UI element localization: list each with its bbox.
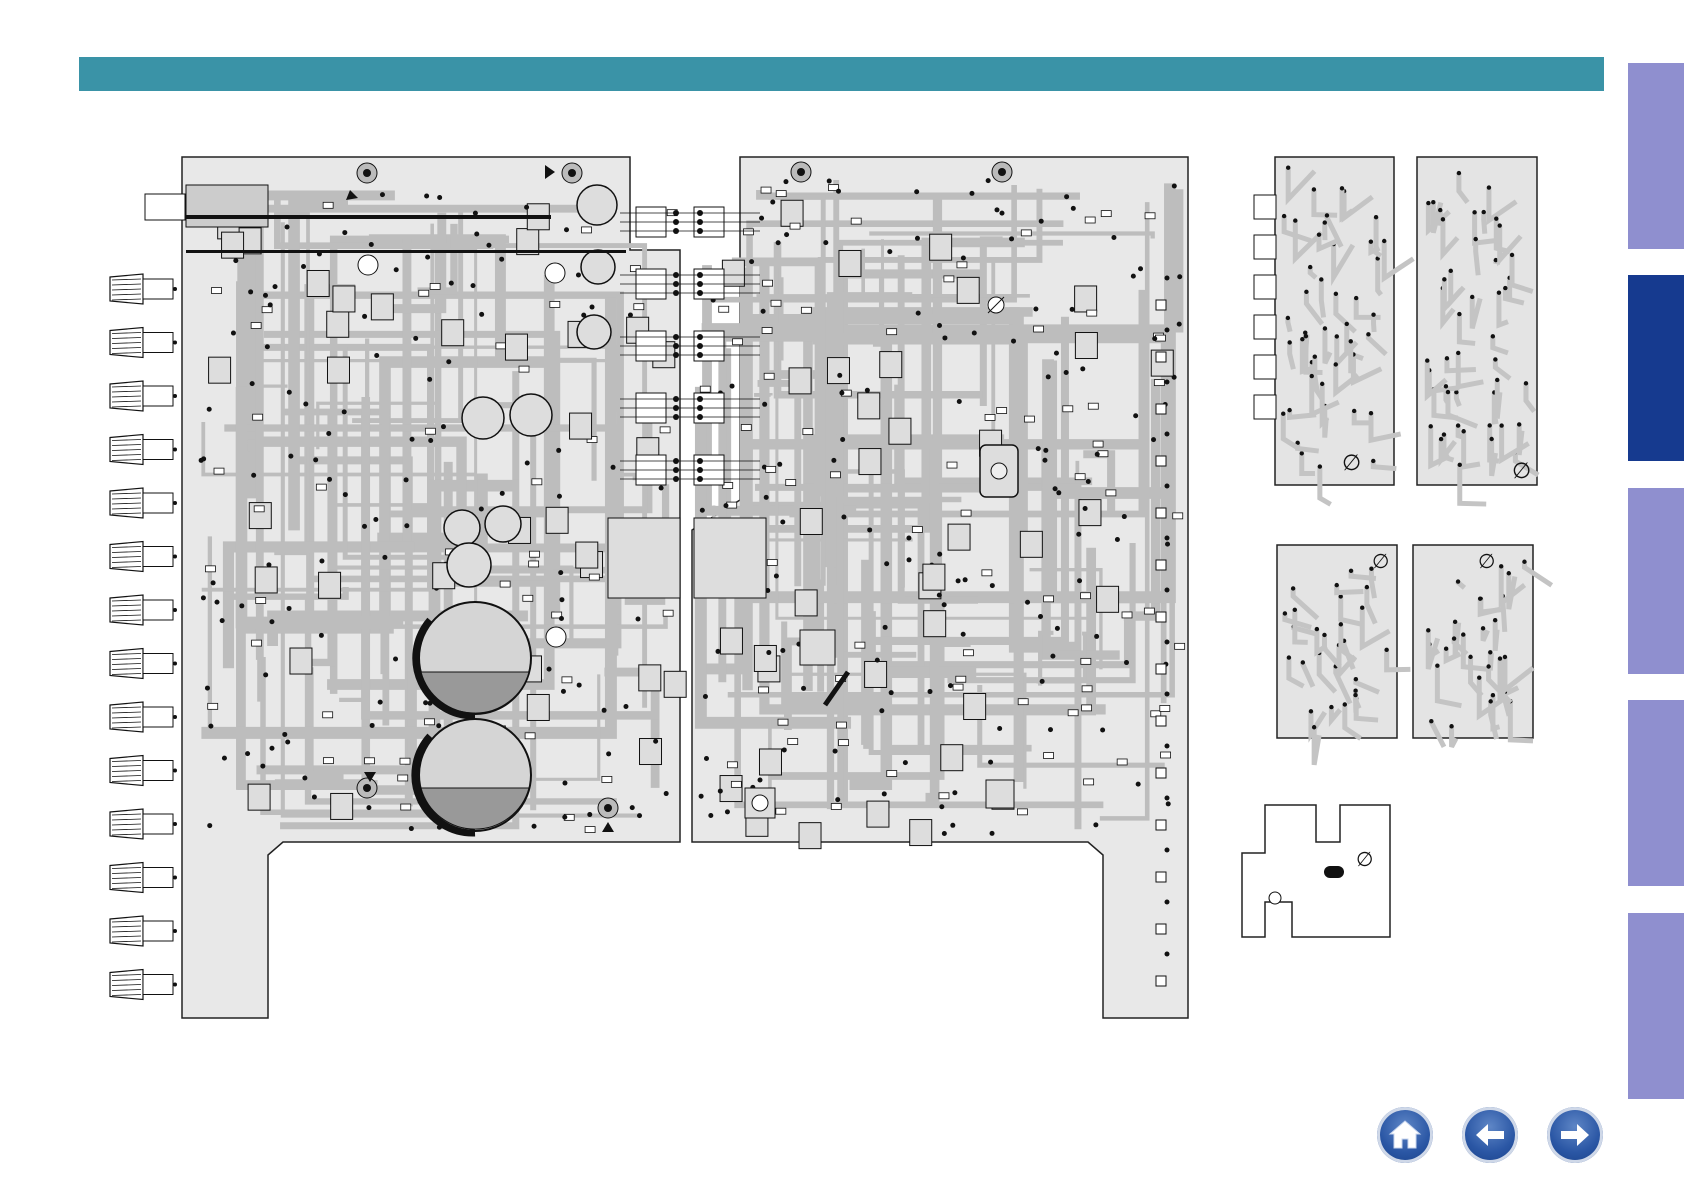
sub-board-b: ∅ bbox=[1417, 157, 1538, 504]
svg-text:∅: ∅ bbox=[1342, 451, 1361, 476]
sub-board-e: ∅ bbox=[1242, 805, 1390, 937]
rca-jack-column bbox=[110, 274, 177, 1000]
sub-board-c: ∅ bbox=[1277, 545, 1410, 765]
home-icon bbox=[1385, 1115, 1425, 1155]
svg-text:∅: ∅ bbox=[1512, 459, 1531, 484]
arrow-left-icon bbox=[1470, 1115, 1510, 1155]
arrow-right-icon bbox=[1555, 1115, 1595, 1155]
svg-text:∅: ∅ bbox=[1478, 549, 1495, 573]
forward-button[interactable] bbox=[1547, 1107, 1603, 1163]
sub-board-a: ∅ bbox=[1254, 157, 1413, 504]
svg-text:∅: ∅ bbox=[1356, 847, 1373, 871]
sub-board-d: ∅ bbox=[1413, 545, 1552, 747]
main-board-left bbox=[145, 157, 686, 1018]
svg-text:∅: ∅ bbox=[1372, 549, 1389, 573]
back-button[interactable] bbox=[1462, 1107, 1518, 1163]
home-button[interactable] bbox=[1377, 1107, 1433, 1163]
